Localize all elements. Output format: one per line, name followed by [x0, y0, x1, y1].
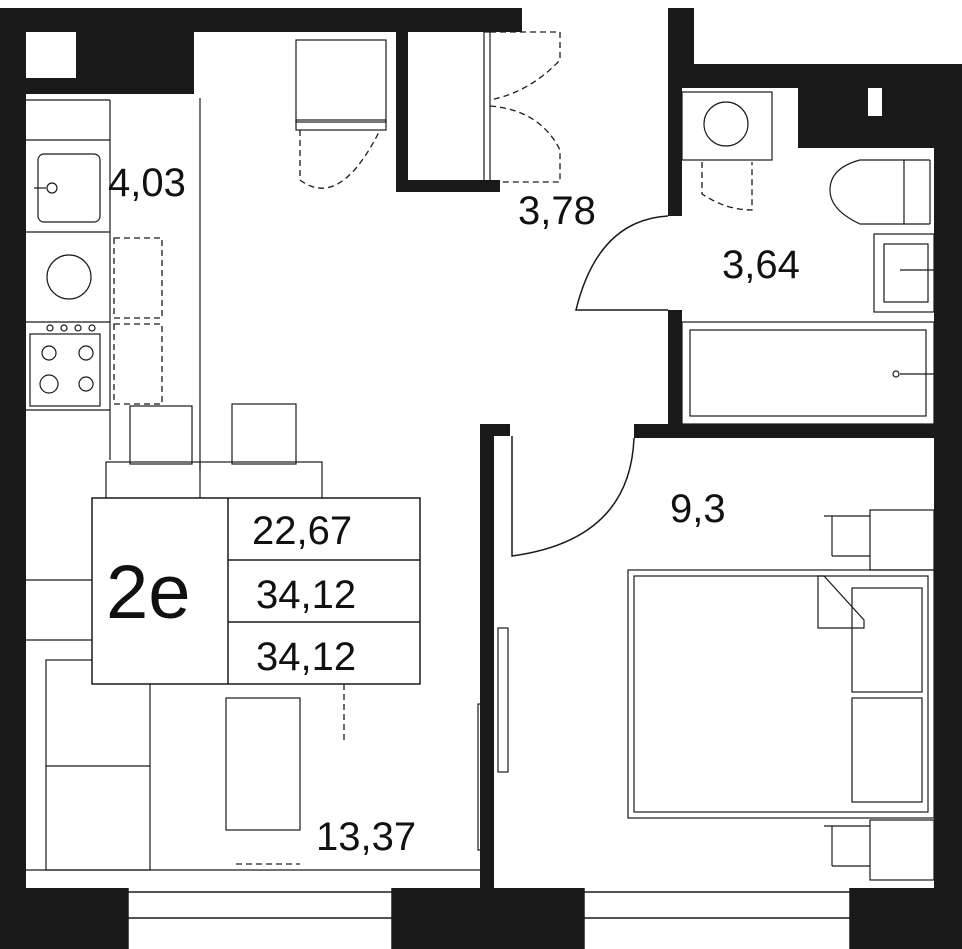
unit-info-card: 2e 22,67 34,12 34,12 [91, 497, 421, 685]
unit-type-label: 2e [106, 550, 191, 635]
bedroom-fixtures [477, 436, 935, 881]
total-area-with-balcony-value: 34,12 [256, 635, 356, 679]
bedroom-area-label: 9,3 [670, 487, 726, 531]
bathroom-area-label: 3,64 [722, 243, 800, 287]
windows [26, 32, 851, 949]
bathroom-fixtures [681, 91, 935, 425]
walls [0, 8, 962, 949]
hall-area-label: 3,78 [518, 189, 596, 233]
kitchen-area-label: 4,03 [108, 161, 186, 205]
hall-fixtures [295, 31, 669, 311]
living-area-label: 13,37 [316, 815, 416, 859]
kitchen-fixtures [26, 98, 201, 470]
living-area-value: 22,67 [252, 509, 352, 553]
living-furniture [26, 403, 480, 871]
total-area-value: 34,12 [256, 573, 356, 617]
